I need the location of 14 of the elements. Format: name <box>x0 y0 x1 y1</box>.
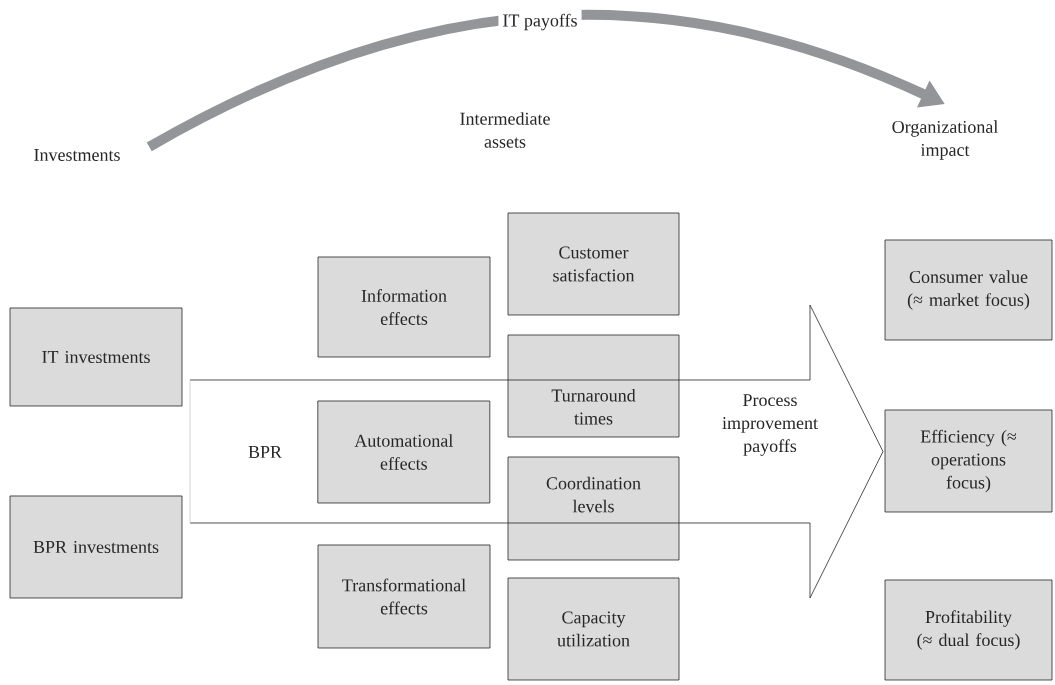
process-box: Information effects <box>317 256 491 358</box>
column-heading: Organizational impact <box>892 120 998 160</box>
process-box: Automational effects <box>317 400 491 504</box>
column-heading: Intermediate assets <box>460 112 550 148</box>
process-box: BPR investments <box>9 495 183 599</box>
process-box: Efficiency (≈ operations focus) <box>884 409 1053 513</box>
column-heading: Investments <box>34 149 120 161</box>
process-box: Capacity utilization <box>507 577 680 681</box>
process-box: Consumer value (≈ market focus) <box>884 239 1053 341</box>
process-box: Profitability (≈ dual focus) <box>884 579 1053 681</box>
edge-label: IT payoffs <box>498 9 582 35</box>
process-box: Customer satisfaction <box>507 212 680 316</box>
process-box: IT investments <box>9 307 183 407</box>
process-box: Transformational effects <box>317 544 491 649</box>
